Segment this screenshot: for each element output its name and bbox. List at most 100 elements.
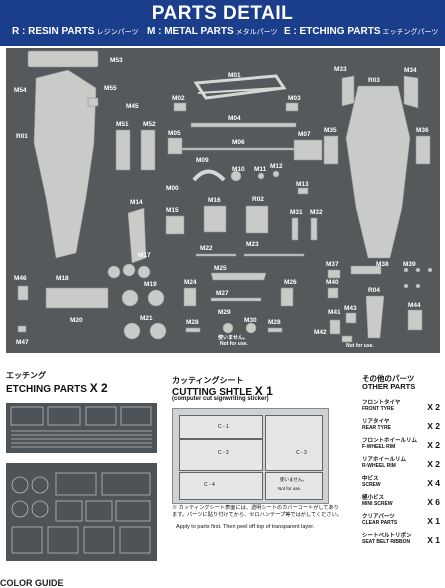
label-m26: M26 [284,279,297,286]
cutting-qty: X 1 [254,384,273,398]
label-r02: R02 [252,196,264,203]
label-m04: M04 [228,115,241,122]
label-m17: M17 [138,252,151,259]
part-m39e [415,283,421,289]
part-m28b [267,327,283,333]
label-m28b: M28 [268,319,281,326]
label-m41: M41 [328,309,341,316]
part-m09 [192,169,226,182]
other-parts-title: OTHER PARTS [362,382,416,391]
part-m28a [185,327,201,333]
label-m27: M27 [216,290,229,297]
label-m13: M13 [296,181,309,188]
label-r01: R01 [16,133,28,140]
label-m11: M11 [254,166,267,173]
part-m40 [327,287,339,299]
label-m00: M00 [166,185,179,192]
part-m11 [257,172,265,180]
part-m17c [137,265,151,279]
part-m35 [323,135,339,165]
part-m21a [123,322,141,340]
part-m19a [121,289,139,307]
label-m02: M02 [172,95,185,102]
legend-resin-jp: レジンパーツ [96,29,139,36]
cutting-apply-note: Apply to parts first. Then peel off top … [176,524,315,530]
label-m35: M35 [324,127,337,134]
other-item-qty: X 4 [427,478,440,488]
label-m36: M36 [416,127,429,134]
part-r04 [365,295,385,339]
label-m01: M01 [228,72,241,79]
label-m42: M42 [314,329,327,336]
part-m36 [415,135,431,165]
cutting-piece-c1: C - 1 [179,415,263,439]
part-r03 [345,85,411,259]
label-m16: M16 [208,197,221,204]
part-m38 [350,265,382,275]
part-m39a [403,267,409,273]
label-m12: M12 [270,163,283,170]
other-item-qty: X 1 [427,516,440,526]
etching-title: ETCHING PARTS X 2 [6,381,108,395]
legend-metal-label: M : METAL PARTS [147,26,234,37]
label-m29: M29 [218,309,231,316]
not-for-use-1: Not for use. [220,341,248,347]
etching-sheet-2 [6,463,157,561]
label-m19: M19 [144,281,157,288]
other-item-en: CLEAR PARTS [362,520,398,526]
part-m19b [147,289,165,307]
other-parts-title-jp: その他のパーツ [362,374,415,383]
part-m15 [165,215,185,235]
other-item-jp: フロントホイールリム [362,438,418,444]
etching-sheet-2-art [11,472,151,554]
part-m42 [341,335,353,343]
cutting-sheet: C - 1 C - 2 C - 3 C - 4 使いません。Not for us… [172,408,329,504]
part-m37 [327,269,341,279]
label-m22: M22 [200,245,213,252]
label-m07: M07 [298,131,311,138]
part-m52 [140,129,156,171]
other-item-en: SCREW [362,482,381,488]
label-m44: M44 [408,302,421,309]
part-m51 [115,129,131,171]
cutting-piece-c2: C - 2 [179,439,263,471]
other-item-jp: リアホイールリム [362,457,407,463]
part-m23 [243,253,305,257]
label-r04: R04 [368,287,380,294]
part-m17a [107,265,121,279]
part-m39c [427,267,433,273]
label-m53: M53 [110,57,123,64]
legend-etching-jp: エッチングパーツ [382,29,439,36]
cutting-piece-c2-label: C - 2 [218,450,229,456]
other-item-en: F-WHEEL RIM [362,444,396,450]
etching-title-en: ETCHING PARTS [6,384,87,395]
part-r02 [245,205,269,234]
part-m43 [345,312,357,324]
other-item-jp: 極小ビス [362,495,385,501]
part-m31 [291,217,299,241]
other-item-qty: X 6 [427,497,440,507]
label-m05: M05 [168,130,181,137]
label-m06: M06 [232,139,245,146]
cutting-title-jp: カッティングシート [172,376,244,385]
cutting-piece-c4-label: C - 4 [204,482,215,488]
part-m27 [210,297,262,302]
etching-title-jp: エッチング [6,371,46,380]
label-m10: M10 [232,166,245,173]
label-m37: M37 [326,261,339,268]
color-guide-heading: COLOR GUIDE [0,578,64,588]
label-m14: M14 [130,199,143,206]
part-r01 [33,69,97,259]
other-item-en: MINI SCREW [362,501,393,507]
not-for-use-jp-1: 使いません。 [218,335,248,341]
other-item-qty: X 2 [427,459,440,469]
other-item-qty: X 2 [427,402,440,412]
part-m22 [195,253,237,257]
part-m55 [87,97,99,107]
label-m25: M25 [214,265,227,272]
